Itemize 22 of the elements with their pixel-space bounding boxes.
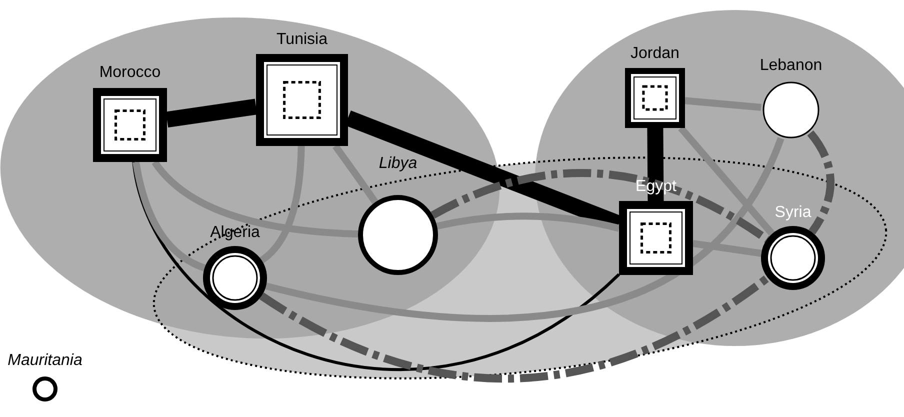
connector-line <box>132 162 620 371</box>
country-label: Jordan <box>630 45 680 63</box>
connector-line <box>132 161 206 272</box>
country-label: Lebanon <box>760 57 822 75</box>
country-label: Mauritania <box>8 352 82 370</box>
country-label: Tunisia <box>276 31 328 49</box>
connector-line <box>259 274 770 382</box>
connector-line <box>807 130 835 234</box>
connector-line <box>436 212 620 232</box>
connector-line <box>265 136 784 322</box>
connector-line <box>678 126 775 236</box>
connector-line <box>166 98 258 128</box>
connector-line <box>332 144 378 204</box>
connector-line <box>152 160 358 238</box>
country-label: Syria <box>774 204 812 222</box>
connector-line <box>260 146 305 264</box>
country-label: Egypt <box>636 178 676 196</box>
connector-line <box>430 169 770 243</box>
connector-line <box>692 240 762 257</box>
connector-line <box>684 97 762 111</box>
country-label: Libya <box>378 155 418 173</box>
country-label: Morocco <box>99 64 161 82</box>
